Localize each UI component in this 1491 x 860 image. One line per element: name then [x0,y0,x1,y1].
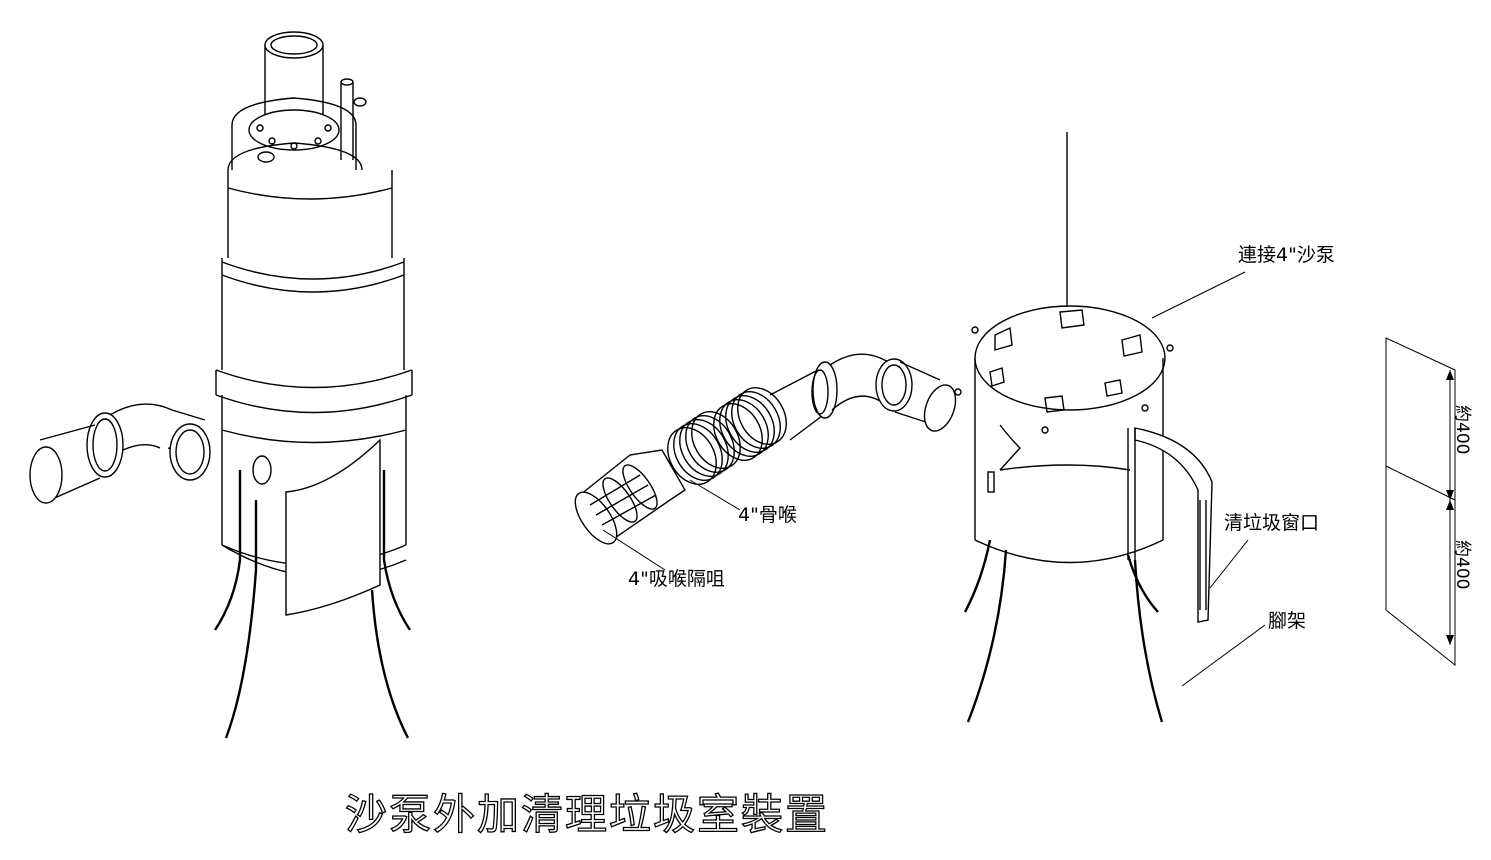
assembled-pump-unit [29,31,413,739]
exploded-elbow [769,353,957,441]
chamber-legs [214,470,411,739]
label-connect-pump: 連接4"沙泵 [1238,244,1335,266]
pump-side-rod [340,78,367,160]
debris-chamber [221,395,407,616]
label-cleanout-window: 清垃圾窗口 [1224,512,1320,534]
dimension-block [1385,337,1456,667]
chamber-collar [215,369,413,414]
label-legs: 腳架 [1268,610,1307,632]
standalone-chamber [954,132,1213,723]
flex-bellows-1 [667,411,741,485]
leader-screen [602,529,666,571]
leader-legs [1181,624,1266,687]
diagram-title: 沙泵外加清理垃圾室裝置 [344,790,830,839]
pump-top-flange [248,109,340,151]
dim-upper: 約400 [1452,405,1472,455]
label-elbow: 4"骨喉 [738,504,797,526]
leader-connect [1151,271,1246,319]
side-intake-elbow [29,403,211,504]
pump-motor-body [221,97,405,370]
intake-screen-basket [574,449,686,545]
label-intake-screen: 4"吸喉隔咀 [628,568,725,590]
leader-window [1209,539,1249,589]
dim-lower: 約400 [1452,540,1472,590]
flex-bellows-2 [713,387,787,461]
top-outlet-pipe [264,31,324,125]
leader-elbow [689,479,741,511]
